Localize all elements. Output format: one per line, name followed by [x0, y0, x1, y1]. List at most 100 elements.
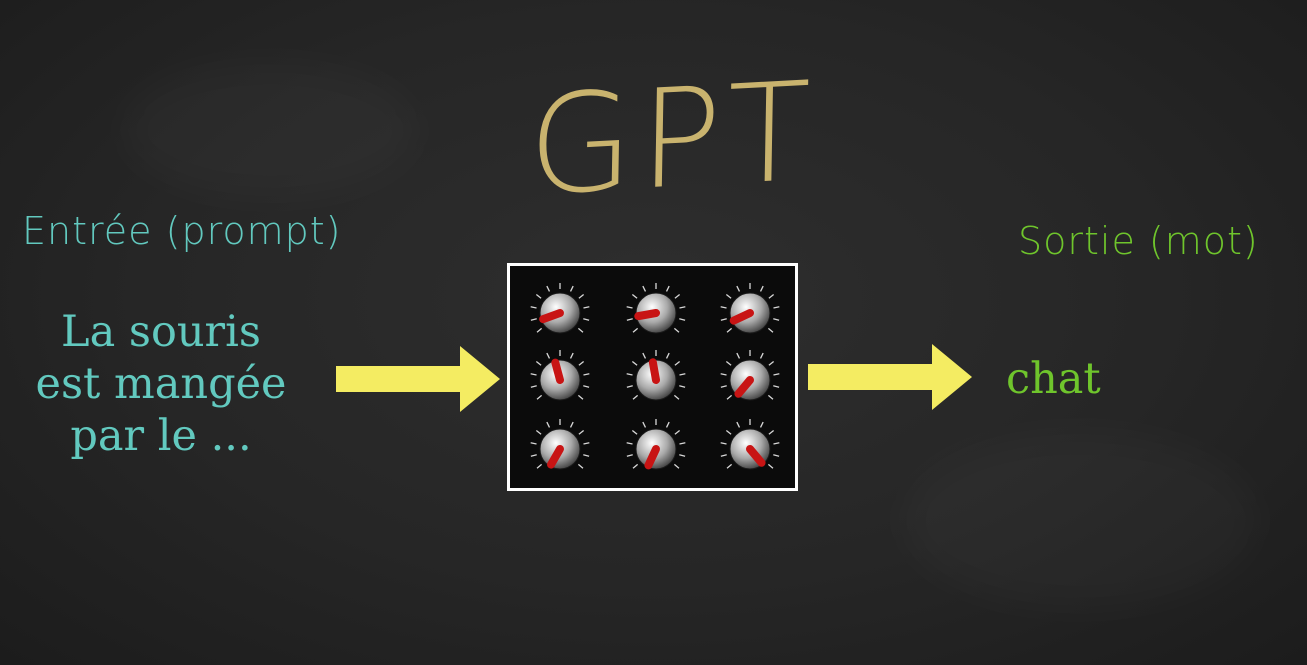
right-arrow-icon [336, 346, 500, 412]
knob-tick [720, 385, 727, 388]
knob-tick [578, 430, 585, 435]
knob-tick [773, 306, 780, 309]
knob-tick [578, 294, 585, 299]
dial-knob-icon [626, 350, 686, 401]
knob-tick [773, 385, 780, 388]
knob-tick [773, 373, 780, 376]
knob-tick [631, 294, 638, 299]
output-word: chat [1006, 354, 1101, 404]
knob-needle [746, 445, 766, 467]
knob-tick [577, 394, 584, 400]
prompt-line: est mangée [35, 359, 287, 409]
knob-needle [648, 358, 660, 384]
knob-tick [768, 430, 775, 435]
right-arrow-icon [808, 344, 972, 410]
dial-knob-icon [720, 419, 780, 470]
dial-knob-icon [720, 350, 780, 401]
chalk-smudge [900, 430, 1260, 610]
knob-tick [530, 385, 537, 388]
prompt-line: La souris [61, 307, 261, 357]
knob-tick [535, 430, 542, 435]
knob-tick [736, 285, 741, 292]
knob-tick [632, 394, 639, 400]
knob-tick [626, 454, 633, 457]
model-box [507, 263, 798, 491]
dial-knob-icon [626, 283, 686, 334]
knob-tick [767, 394, 774, 400]
knob-needle [547, 445, 564, 469]
knob-tick [759, 285, 764, 292]
knob-tick [583, 318, 590, 321]
knob-tick [535, 361, 542, 366]
knob-tick [720, 318, 727, 321]
knob-tick [577, 327, 584, 333]
knob-tick [773, 318, 780, 321]
knob-tick [569, 285, 574, 292]
knob-tick [583, 454, 590, 457]
knobs-grid [530, 283, 780, 470]
knob-tick [626, 385, 633, 388]
knob-needle [551, 358, 564, 384]
knob-tick [725, 294, 732, 299]
knob-tick [569, 352, 574, 359]
output-label: Sortie (mot) [1018, 219, 1259, 263]
knob-tick [720, 442, 727, 445]
knob-tick [626, 306, 633, 309]
knob-tick [642, 421, 647, 428]
knob-tick [679, 385, 686, 388]
knob-tick [631, 361, 638, 366]
knob-tick [759, 352, 764, 359]
dial-knob-icon [530, 419, 590, 470]
knob-tick [642, 352, 647, 359]
knob-tick [773, 442, 780, 445]
knob-tick [530, 373, 537, 376]
knob-tick [768, 294, 775, 299]
knob-tick [536, 463, 543, 469]
knob-tick [736, 352, 741, 359]
diagram-title: GPT [526, 53, 818, 227]
knob-needle [634, 309, 660, 321]
knob-tick [726, 463, 733, 469]
prompt-text: La souris est mangée par le ... [0, 306, 322, 462]
knob-tick [530, 306, 537, 309]
knob-tick [546, 285, 551, 292]
arrow-shape [808, 344, 972, 410]
knob-tick [679, 306, 686, 309]
knob-tick [767, 463, 774, 469]
knob-tick [726, 394, 733, 400]
dial-knob-icon [530, 283, 590, 334]
knob-tick [530, 318, 537, 321]
knob-tick [632, 463, 639, 469]
knob-tick [665, 285, 670, 292]
arrow-shape [336, 346, 500, 412]
knob-tick [679, 454, 686, 457]
knob-tick [673, 463, 680, 469]
knob-tick [546, 421, 551, 428]
knob-tick [536, 394, 543, 400]
knob-needle [539, 309, 564, 324]
dial-knob-icon [626, 419, 686, 470]
prompt-line: par le ... [70, 411, 252, 461]
knob-tick [632, 327, 639, 333]
knob-tick [626, 318, 633, 321]
knob-tick [720, 373, 727, 376]
dial-knob-icon [530, 350, 590, 401]
knob-tick [583, 373, 590, 376]
knob-tick [583, 442, 590, 445]
knob-tick [759, 421, 764, 428]
knob-tick [725, 361, 732, 366]
knob-tick [569, 421, 574, 428]
knob-tick [679, 373, 686, 376]
dial-knob-icon [720, 283, 780, 334]
knob-tick [583, 385, 590, 388]
knob-tick [626, 373, 633, 376]
knob-tick [546, 352, 551, 359]
knob-tick [577, 463, 584, 469]
knob-tick [679, 442, 686, 445]
knob-tick [631, 430, 638, 435]
knob-tick [530, 442, 537, 445]
knob-tick [679, 318, 686, 321]
knob-tick [736, 421, 741, 428]
knob-tick [674, 430, 681, 435]
knob-tick [720, 306, 727, 309]
